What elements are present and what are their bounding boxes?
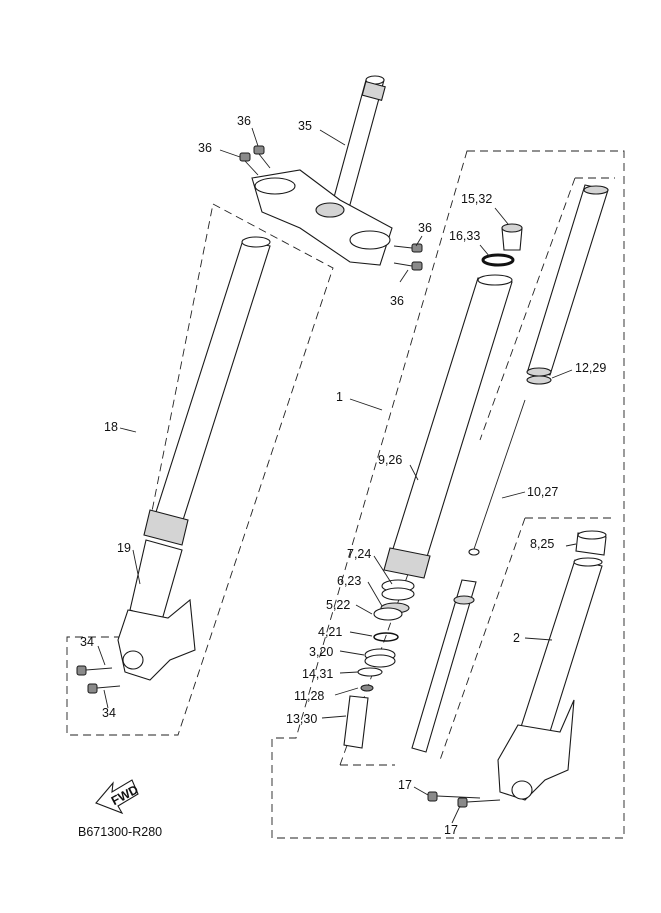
outer-tube-group-outline-2 <box>439 517 526 761</box>
left-fork-assembly <box>117 236 271 681</box>
callout-34-upper: 34 <box>80 635 94 649</box>
left-axle-bolt-34-a <box>76 665 113 676</box>
callout-1: 1 <box>336 390 343 404</box>
bracket-bolt-upper-1 <box>253 145 271 169</box>
gasket <box>360 684 374 692</box>
slide-metal <box>357 667 383 677</box>
right-fork-group-outline <box>271 150 625 839</box>
bracket-bolt-upper-2 <box>239 152 259 176</box>
fwd-label: FWD <box>109 782 141 808</box>
o-ring <box>481 253 515 267</box>
steering-stem <box>329 75 386 213</box>
callout-12-29: 12,29 <box>575 361 606 375</box>
right-axle-bolt-17-a <box>427 791 481 802</box>
callout-7-24: 7,24 <box>347 547 371 561</box>
circlip <box>373 632 399 642</box>
callout-34-lower: 34 <box>102 706 116 720</box>
callout-5-22: 5,22 <box>326 598 350 612</box>
callout-16-33: 16,33 <box>449 229 480 243</box>
dust-seal <box>381 579 415 601</box>
oil-lock-piece <box>343 695 369 749</box>
callout-14-31: 14,31 <box>302 667 333 681</box>
bracket-bolt-right-1 <box>393 243 423 253</box>
leader-lines <box>97 127 577 824</box>
callout-6-23: 6,23 <box>337 574 361 588</box>
cap-bolt <box>501 223 523 251</box>
right-axle-bolt-17-b <box>457 797 501 808</box>
callout-15-32: 15,32 <box>461 192 492 206</box>
left-fork-group-outline <box>66 203 334 736</box>
callout-18: 18 <box>104 420 118 434</box>
callout-13-30: 13,30 <box>286 712 317 726</box>
oil-seal <box>373 607 403 621</box>
damper-rod <box>411 399 526 753</box>
callout-4-21: 4,21 <box>318 625 342 639</box>
callout-11-28: 11,28 <box>294 689 324 703</box>
callout-3-20: 3,20 <box>309 645 333 659</box>
callout-36-right-lower: 36 <box>390 294 404 308</box>
callout-2: 2 <box>513 631 520 645</box>
callout-36-right-upper: 36 <box>418 221 432 235</box>
callout-19: 19 <box>117 541 131 555</box>
callout-17-lower: 17 <box>444 823 458 837</box>
bracket-bolt-right-2 <box>393 261 423 271</box>
callout-8-25: 8,25 <box>530 537 554 551</box>
callout-17-upper: 17 <box>398 778 412 792</box>
outer-tube <box>497 557 603 801</box>
fork-spring <box>526 184 609 385</box>
inner-tube <box>383 274 513 579</box>
slide-bushing <box>575 530 607 556</box>
left-axle-bolt-34-b <box>87 683 121 694</box>
callout-36-left: 36 <box>198 141 212 155</box>
callout-36-top: 36 <box>237 114 251 128</box>
spring-group-outline-2 <box>479 177 576 441</box>
callout-9-26: 9,26 <box>378 453 402 467</box>
diagram-code: B671300-R280 <box>78 825 162 839</box>
forward-arrow-icon: FWD <box>95 779 141 815</box>
callout-10-27: 10,27 <box>527 485 558 499</box>
callout-35: 35 <box>298 119 312 133</box>
under-bracket <box>251 169 393 266</box>
oil-seal-washer <box>364 648 396 668</box>
